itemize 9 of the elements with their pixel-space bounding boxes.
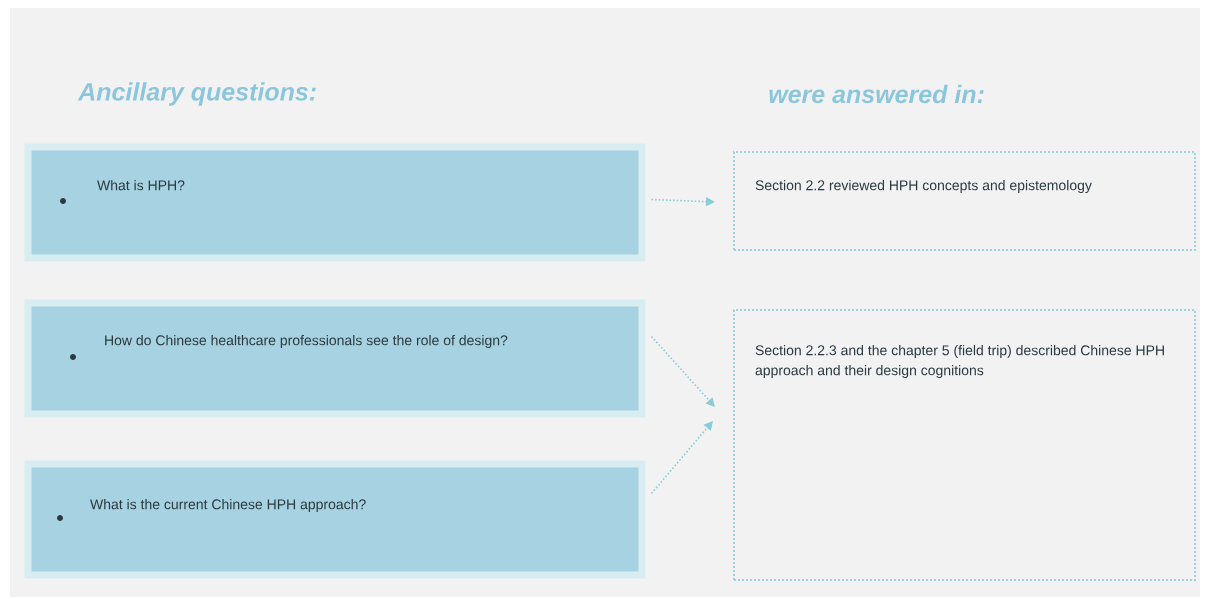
question-box: How do Chinese healthcare professionals see the role of design? [24, 299, 646, 418]
column-heading: Ancillary questions: [77, 82, 316, 106]
answer-box: Section 2.2.3 and the chapter 5 (field trip) described Chinese HPH approach and their design cognitions [733, 309, 1196, 581]
question-box: What is HPH? [24, 143, 646, 262]
question-box: What is the current Chinese HPH approach? [24, 460, 646, 579]
answer-box: Section 2.2 reviewed HPH concepts and epistemology [733, 151, 1196, 251]
arrow [650, 335, 715, 407]
column-heading: were answered in: [769, 84, 984, 104]
arrow [650, 421, 713, 495]
